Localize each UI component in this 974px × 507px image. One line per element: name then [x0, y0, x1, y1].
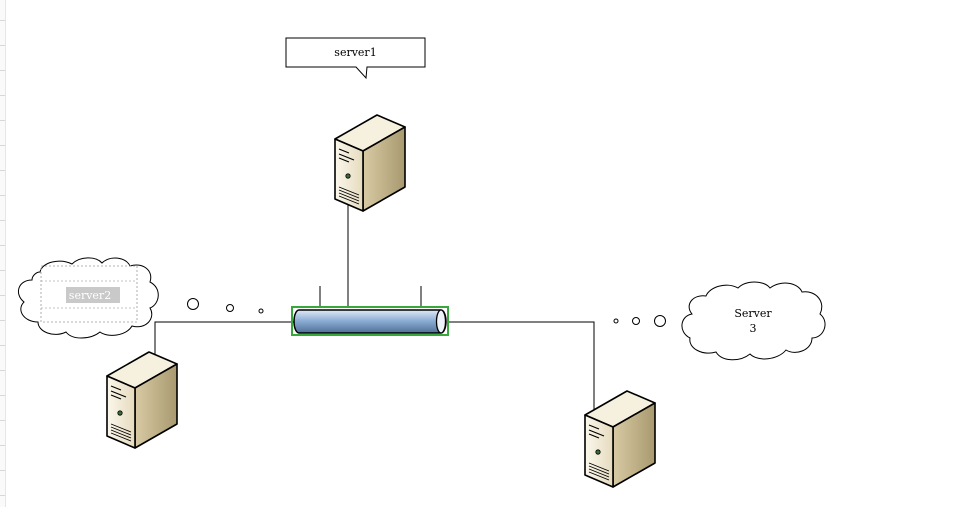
thought-dot-large: [187, 298, 199, 310]
server1-icon[interactable]: [334, 114, 406, 212]
server3-callout-label-line2: 3: [750, 322, 757, 335]
backbone-pipe-icon[interactable]: [291, 306, 449, 336]
server2-callout-label: server2: [69, 289, 111, 302]
server3-callout[interactable]: Server 3: [613, 281, 826, 361]
thought-dot-medium: [226, 304, 234, 312]
server3-callout-label-line1: Server: [734, 307, 772, 320]
server1-callout-label: server1: [334, 46, 376, 59]
server2-icon[interactable]: [106, 351, 178, 449]
connector-lines: [154, 178, 595, 418]
server2-callout[interactable]: server2: [17, 257, 264, 339]
connector-server3: [448, 321, 595, 418]
vertical-ruler: [0, 0, 6, 507]
thought-dot-small: [258, 308, 264, 314]
server3-icon[interactable]: [584, 390, 656, 488]
server1-callout[interactable]: server1: [285, 37, 426, 80]
thought-dot-large: [654, 315, 666, 327]
thought-dot-medium: [632, 317, 640, 325]
thought-dot-small: [613, 318, 619, 324]
